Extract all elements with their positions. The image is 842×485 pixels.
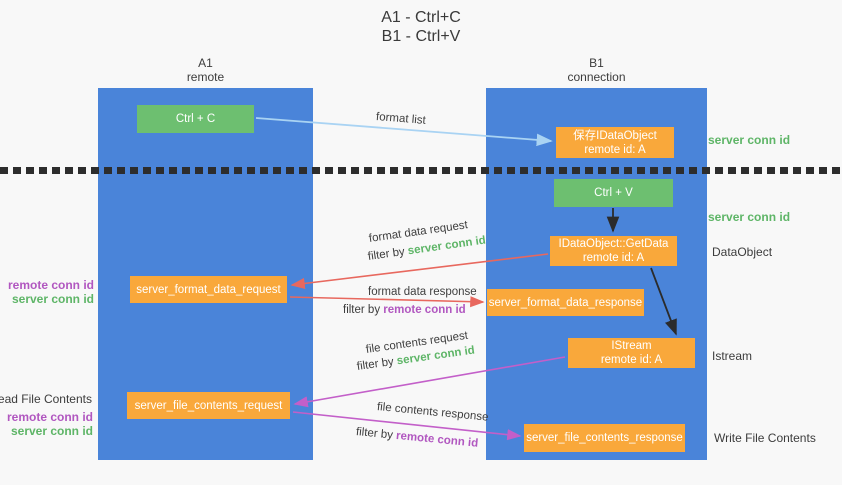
arrow-getdata-to-istream xyxy=(650,267,677,336)
arrow-format-data-response xyxy=(289,296,485,308)
annotation-format-remote-conn-id: remote conn id xyxy=(7,278,94,292)
node-getdata: IDataObject::GetData remote id: A xyxy=(550,236,677,266)
node-ctrl-v: Ctrl + V xyxy=(554,179,673,207)
annotation-file-remote-conn-id: remote conn id xyxy=(6,410,93,424)
node-getdata-line2: remote id: A xyxy=(582,252,645,264)
node-getdata-line1: IDataObject::GetData xyxy=(558,238,669,250)
diagram-title: A1 - Ctrl+C B1 - Ctrl+V xyxy=(0,8,842,46)
flow-filter-format-data-response: filter by remote conn id xyxy=(343,304,466,316)
lane-b-id: B1 xyxy=(589,56,604,70)
annotation-server-conn-id-mid: server conn id xyxy=(708,210,791,224)
annotation-server-conn-id-top: server conn id xyxy=(708,133,791,147)
node-ctrl-c: Ctrl + C xyxy=(137,105,254,133)
annotation-file-conn-ids: remote conn id server conn id xyxy=(7,410,93,438)
node-server-file-contents-response-label: server_file_contents_response xyxy=(526,432,683,444)
title-line-2: B1 - Ctrl+V xyxy=(381,28,461,45)
lane-b-header: B1 connection xyxy=(486,56,707,84)
filter-by-prefix: filter by xyxy=(343,304,384,316)
annotation-istream: Istream xyxy=(712,349,753,363)
node-server-file-contents-request: server_file_contents_request xyxy=(127,392,290,419)
arrow-file-contents-request xyxy=(293,356,566,408)
filter-key-remote-conn-id: remote conn id xyxy=(383,304,466,316)
arrow-file-contents-response xyxy=(292,411,522,441)
node-save-dataobject: 保存IDataObject remote id: A xyxy=(556,127,674,158)
node-istream: IStream remote id: A xyxy=(568,338,695,368)
node-save-dataobject-line2: remote id: A xyxy=(584,143,646,156)
node-ctrl-c-label: Ctrl + C xyxy=(175,113,216,125)
lane-a-role: remote xyxy=(186,70,225,84)
annotation-dataobject: DataObject xyxy=(712,245,773,259)
node-istream-line1: IStream xyxy=(611,340,652,352)
session-divider-dotted-line xyxy=(0,167,842,174)
annotation-format-server-conn-id: server conn id xyxy=(11,292,94,306)
arrow-format-data-request xyxy=(290,253,549,290)
node-ctrl-v-label: Ctrl + V xyxy=(594,187,633,199)
flow-label-format-data-response: format data response xyxy=(368,286,477,298)
node-save-dataobject-line1: 保存IDataObject xyxy=(573,129,657,142)
node-server-format-data-request-label: server_format_data_request xyxy=(136,283,281,296)
annotation-format-conn-ids: remote conn id server conn id xyxy=(8,278,94,306)
node-server-file-contents-response: server_file_contents_response xyxy=(524,424,685,452)
title-line-1: A1 - Ctrl+C xyxy=(381,9,461,26)
annotation-write-file-contents: Write File Contents xyxy=(714,431,816,445)
node-server-format-data-response-label: server_format_data_response xyxy=(488,296,643,309)
node-server-format-data-request: server_format_data_request xyxy=(130,276,287,303)
lane-a-header: A1 remote xyxy=(98,56,313,84)
node-istream-line2: remote id: A xyxy=(600,354,663,366)
node-server-file-contents-request-label: server_file_contents_request xyxy=(134,399,283,412)
arrow-format-list xyxy=(255,117,553,147)
node-server-format-data-response: server_format_data_response xyxy=(487,289,644,316)
annotation-file-server-conn-id: server conn id xyxy=(10,424,93,438)
lane-b-role: connection xyxy=(567,70,626,84)
annotation-read-file-contents: Read File Contents xyxy=(0,392,92,406)
lane-a-id: A1 xyxy=(198,56,213,70)
